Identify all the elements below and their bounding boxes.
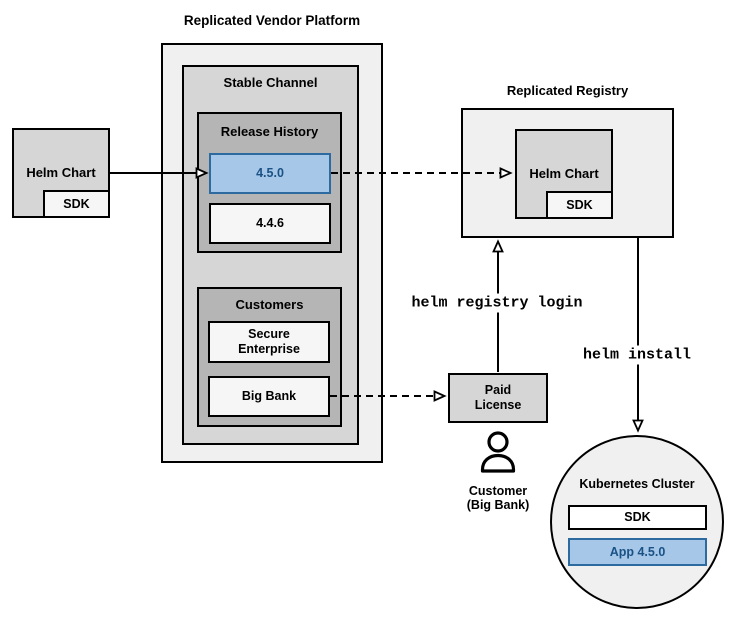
sdk-label: SDK xyxy=(63,196,90,211)
release-4-5-0: 4.5.0 xyxy=(209,153,331,194)
customers-label: Customers xyxy=(235,297,304,312)
registry-sdk-box: SDK xyxy=(546,191,613,219)
registry-box: Helm Chart SDK xyxy=(461,108,674,238)
release-history-label: Release History xyxy=(220,124,319,139)
registry-helm-chart-box: Helm Chart SDK xyxy=(515,129,613,219)
cluster-app-box: App 4.5.0 xyxy=(568,538,707,566)
paid-license-box: Paid License xyxy=(448,373,548,423)
customer-name: Secure Enterprise xyxy=(238,327,300,356)
platform-box: Stable Channel Release History 4.5.0 4.4… xyxy=(161,43,383,463)
kubernetes-cluster-circle: Kubernetes Cluster SDK App 4.5.0 xyxy=(550,435,724,609)
customer-secure-enterprise: Secure Enterprise xyxy=(208,321,330,363)
sdk-label: SDK xyxy=(566,197,593,212)
customer-big-bank: Big Bank xyxy=(208,376,330,417)
cluster-sdk-box: SDK xyxy=(568,505,707,530)
vendor-sdk-box: SDK xyxy=(43,190,110,218)
customer-caption-line1: Customer xyxy=(468,484,528,498)
release-history-box: Release History 4.5.0 4.4.6 xyxy=(197,112,342,253)
stable-channel-label: Stable Channel xyxy=(223,75,318,90)
app-version-label: App 4.5.0 xyxy=(609,544,666,559)
vendor-helm-chart-box: Helm Chart SDK xyxy=(12,128,110,218)
paid-license-line2: License xyxy=(474,398,522,412)
release-version: 4.4.6 xyxy=(256,216,284,230)
sdk-label: SDK xyxy=(624,510,651,524)
release-4-4-6: 4.4.6 xyxy=(209,203,331,244)
kubernetes-cluster-label: Kubernetes Cluster xyxy=(579,477,695,491)
release-version: 4.5.0 xyxy=(256,166,284,180)
cmd-helm-install: helm install xyxy=(577,345,697,365)
registry-title: Replicated Registry xyxy=(506,83,629,98)
platform-title: Replicated Vendor Platform xyxy=(183,13,361,28)
cmd-helm-registry-login: helm registry login xyxy=(406,293,588,313)
customer-name: Big Bank xyxy=(241,389,297,403)
paid-license-line1: Paid xyxy=(484,383,512,397)
customers-box: Customers Secure Enterprise Big Bank xyxy=(197,287,342,427)
registry-helm-chart-label: Helm Chart xyxy=(529,166,599,181)
vendor-helm-chart-label: Helm Chart xyxy=(26,165,96,180)
customer-caption: Customer (Big Bank) xyxy=(448,484,548,513)
stable-channel-box: Stable Channel Release History 4.5.0 4.4… xyxy=(182,65,359,445)
customer-caption-line2: (Big Bank) xyxy=(466,498,530,513)
person-icon xyxy=(480,431,516,473)
